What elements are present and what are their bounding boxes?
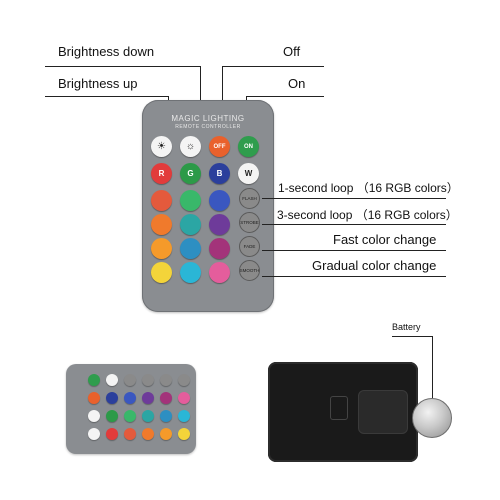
- color-button[interactable]: [209, 262, 230, 283]
- bulb-icon: [88, 410, 100, 422]
- pill-icon: [124, 374, 136, 386]
- label-battery: Battery: [392, 322, 421, 332]
- strobe-label: STROBE: [240, 220, 259, 225]
- brightness-down-button[interactable]: ☼: [180, 136, 201, 157]
- on-icon: [88, 374, 100, 386]
- label-fade: Fast color change: [333, 232, 437, 247]
- on-button[interactable]: ON: [238, 136, 259, 157]
- line-on-h: [246, 96, 324, 97]
- label-smooth: Gradual color change: [312, 258, 437, 273]
- pill-icon: [142, 374, 154, 386]
- color-button[interactable]: [180, 262, 201, 283]
- line-brightness-down-h: [45, 66, 200, 67]
- white-label: W: [244, 169, 253, 178]
- remote-front: MAGIC LIGHTING REMOTE CONTROLLER ☀ ☼ OFF…: [142, 100, 274, 312]
- line-brightness-down-v: [200, 66, 201, 132]
- line-smooth: [262, 276, 446, 277]
- blue-button[interactable]: B: [209, 163, 230, 184]
- color-icon: [142, 410, 154, 422]
- color-icon: [142, 428, 154, 440]
- battery-icon: [412, 398, 452, 438]
- red-button[interactable]: R: [151, 163, 172, 184]
- smooth-button[interactable]: SMOOTH: [239, 260, 260, 281]
- recycle-icon: [330, 396, 348, 420]
- bulb-icon: ☀: [157, 141, 166, 152]
- white-button[interactable]: W: [238, 163, 259, 184]
- color-icon: [178, 428, 190, 440]
- green-label: G: [187, 169, 194, 178]
- remote-side-view: [66, 364, 196, 454]
- color-button[interactable]: [151, 214, 172, 235]
- color-button[interactable]: [180, 238, 201, 259]
- blue-label: B: [216, 169, 223, 178]
- brand-line2: REMOTE CONTROLLER: [175, 124, 241, 130]
- pill-icon: [178, 374, 190, 386]
- fade-label: FADE: [243, 244, 256, 249]
- line-off-h: [222, 66, 324, 67]
- color-icon: [106, 392, 118, 404]
- color-icon: [160, 410, 172, 422]
- color-icon: [124, 392, 136, 404]
- brand-line1: MAGIC LIGHTING: [171, 114, 245, 123]
- color-button[interactable]: [180, 214, 201, 235]
- line-battery-h: [392, 336, 432, 337]
- color-icon: [124, 410, 136, 422]
- strobe-button[interactable]: STROBE: [239, 212, 260, 233]
- flash-button[interactable]: FLASH: [239, 188, 260, 209]
- off-icon: [88, 392, 100, 404]
- color-icon: [142, 392, 154, 404]
- color-icon: [160, 392, 172, 404]
- color-icon: [178, 392, 190, 404]
- off-button[interactable]: OFF: [209, 136, 230, 157]
- label-flash: 1-second loop （16 RGB colors）: [278, 181, 459, 195]
- flash-label: FLASH: [242, 196, 257, 201]
- color-button[interactable]: [209, 238, 230, 259]
- fade-button[interactable]: FADE: [239, 236, 260, 257]
- color-icon: [106, 410, 118, 422]
- color-button[interactable]: [209, 214, 230, 235]
- brightness-up-button[interactable]: ☀: [151, 136, 172, 157]
- label-strobe: 3-second loop （16 RGB colors）: [277, 208, 458, 222]
- color-button[interactable]: [151, 190, 172, 211]
- line-off-v: [222, 66, 223, 132]
- red-label: R: [158, 169, 165, 178]
- color-button[interactable]: [151, 238, 172, 259]
- smooth-label: SMOOTH: [239, 268, 260, 273]
- label-off: Off: [283, 44, 301, 59]
- color-button[interactable]: [209, 190, 230, 211]
- w-icon: [106, 374, 118, 386]
- line-strobe: [262, 224, 446, 225]
- line-flash: [262, 198, 446, 199]
- color-button[interactable]: [151, 262, 172, 283]
- pill-icon: [160, 374, 172, 386]
- remote-back: [268, 362, 418, 462]
- color-icon: [178, 410, 190, 422]
- color-icon: [106, 428, 118, 440]
- label-brightness-down: Brightness down: [58, 44, 155, 59]
- green-button[interactable]: G: [180, 163, 201, 184]
- color-button[interactable]: [180, 190, 201, 211]
- line-battery-v: [432, 336, 433, 398]
- color-icon: [124, 428, 136, 440]
- bulb-dim-icon: ☼: [185, 141, 196, 152]
- on-label: ON: [244, 143, 253, 150]
- bulb-dim-icon: [88, 428, 100, 440]
- battery-compartment: [358, 390, 408, 434]
- off-label: OFF: [213, 143, 226, 150]
- label-brightness-up: Brightness up: [58, 76, 138, 91]
- line-brightness-up-h: [45, 96, 169, 97]
- label-on: On: [288, 76, 306, 91]
- line-fade: [262, 250, 446, 251]
- color-icon: [160, 428, 172, 440]
